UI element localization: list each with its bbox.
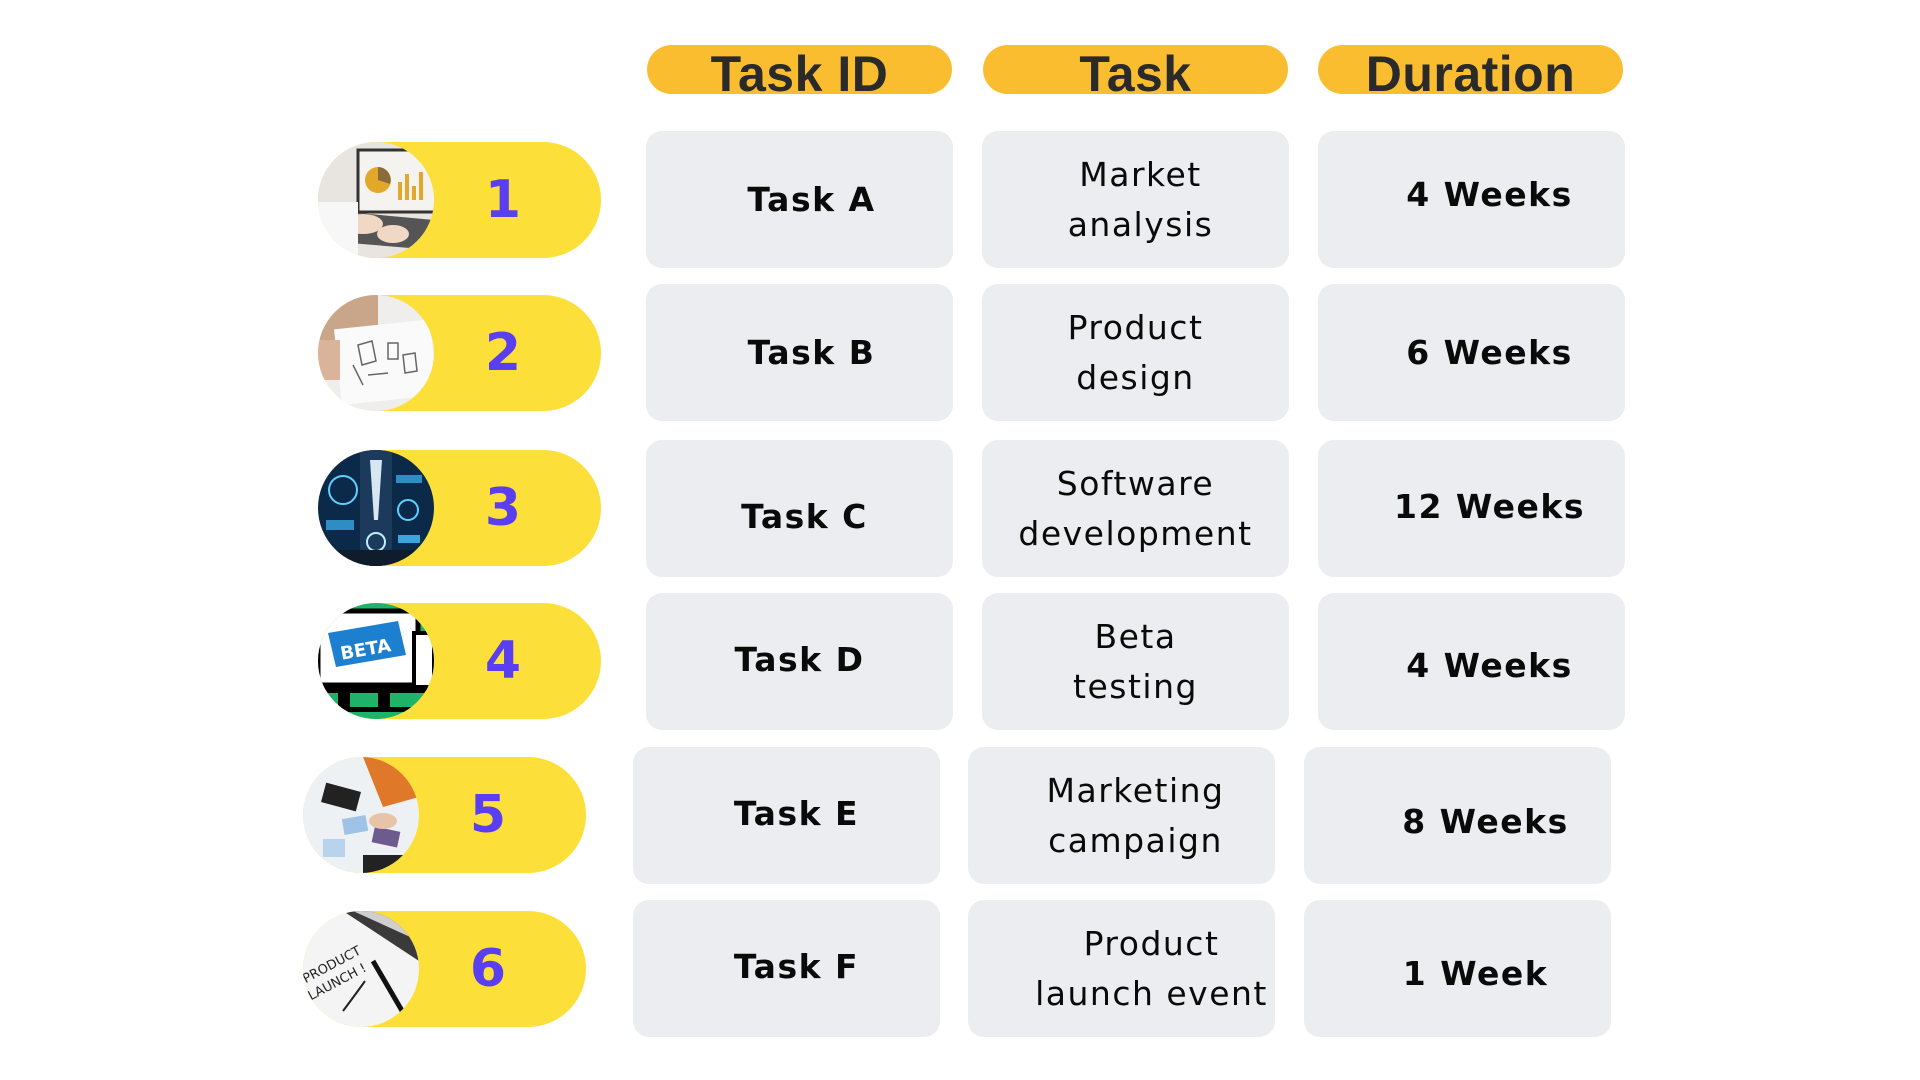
duration-cell: 6 Weeks xyxy=(1318,284,1625,421)
duration-cell: 1 Week xyxy=(1304,900,1611,1037)
task-text: Beta testing xyxy=(1073,616,1198,706)
row-number-pill: 1 xyxy=(318,142,601,258)
task-text: Market analysis xyxy=(1067,154,1214,244)
header-duration-label: Duration xyxy=(1365,46,1576,102)
task-id-text: Task A xyxy=(747,179,876,219)
row-number-pill: PRODUCT LAUNCH ! 6 xyxy=(303,911,586,1027)
task-cell: Market analysis xyxy=(982,131,1289,268)
duration-cell: 4 Weeks xyxy=(1318,131,1625,268)
laptop-analytics-photo-icon xyxy=(318,142,434,258)
header-task-label: Task xyxy=(1079,46,1192,102)
row-number-pill: BETA 4 xyxy=(318,603,601,719)
row-number: 3 xyxy=(484,478,522,538)
task-cell: Marketing campaign xyxy=(968,747,1275,884)
task-id-text: Task C xyxy=(741,496,868,536)
product-sketch-photo-icon xyxy=(318,295,434,411)
duration-text: 6 Weeks xyxy=(1406,332,1573,372)
task-id-cell: Task F xyxy=(633,900,940,1037)
row-number-pill: 3 xyxy=(318,450,601,566)
marketing-team-photo-icon xyxy=(303,757,419,873)
task-id-text: Task B xyxy=(747,332,876,372)
product-launch-note-photo-icon: PRODUCT LAUNCH ! xyxy=(303,911,419,1027)
row-number: 4 xyxy=(484,631,522,691)
duration-cell: 12 Weeks xyxy=(1318,440,1625,577)
duration-cell: 8 Weeks xyxy=(1304,747,1611,884)
row-number-pill: 5 xyxy=(303,757,586,873)
header-task: Task xyxy=(983,45,1288,99)
task-cell: Product launch event xyxy=(968,900,1275,1037)
duration-text: 12 Weeks xyxy=(1394,486,1585,526)
row-number: 6 xyxy=(469,939,507,999)
beta-monitor-photo-icon: BETA xyxy=(318,603,434,719)
task-text: Marketing campaign xyxy=(1046,770,1225,860)
task-text: Software development xyxy=(1018,463,1253,553)
row-number: 1 xyxy=(484,170,522,230)
task-id-text: Task F xyxy=(733,946,860,986)
task-id-text: Task D xyxy=(734,639,865,679)
task-cell: Product design xyxy=(982,284,1289,421)
task-id-cell: Task E xyxy=(633,747,940,884)
duration-text: 1 Week xyxy=(1402,953,1549,993)
header-duration: Duration xyxy=(1318,45,1623,99)
duration-text: 4 Weeks xyxy=(1406,174,1573,214)
task-id-cell: Task C xyxy=(646,440,953,577)
task-id-cell: Task A xyxy=(646,131,953,268)
header-task-id-label: Task ID xyxy=(710,46,889,102)
task-id-cell: Task D xyxy=(646,593,953,730)
task-cell: Software development xyxy=(982,440,1289,577)
header-task-id: Task ID xyxy=(647,45,952,99)
duration-cell: 4 Weeks xyxy=(1318,593,1625,730)
duration-text: 4 Weeks xyxy=(1406,645,1573,685)
task-id-text: Task E xyxy=(733,793,860,833)
row-number-pill: 2 xyxy=(318,295,601,411)
duration-text: 8 Weeks xyxy=(1402,801,1569,841)
digital-tech-photo-icon xyxy=(318,450,434,566)
row-number: 5 xyxy=(469,785,507,845)
task-text: Product design xyxy=(1067,307,1204,397)
row-number: 2 xyxy=(484,323,522,383)
task-id-cell: Task B xyxy=(646,284,953,421)
task-cell: Beta testing xyxy=(982,593,1289,730)
task-text: Product launch event xyxy=(1035,923,1268,1013)
